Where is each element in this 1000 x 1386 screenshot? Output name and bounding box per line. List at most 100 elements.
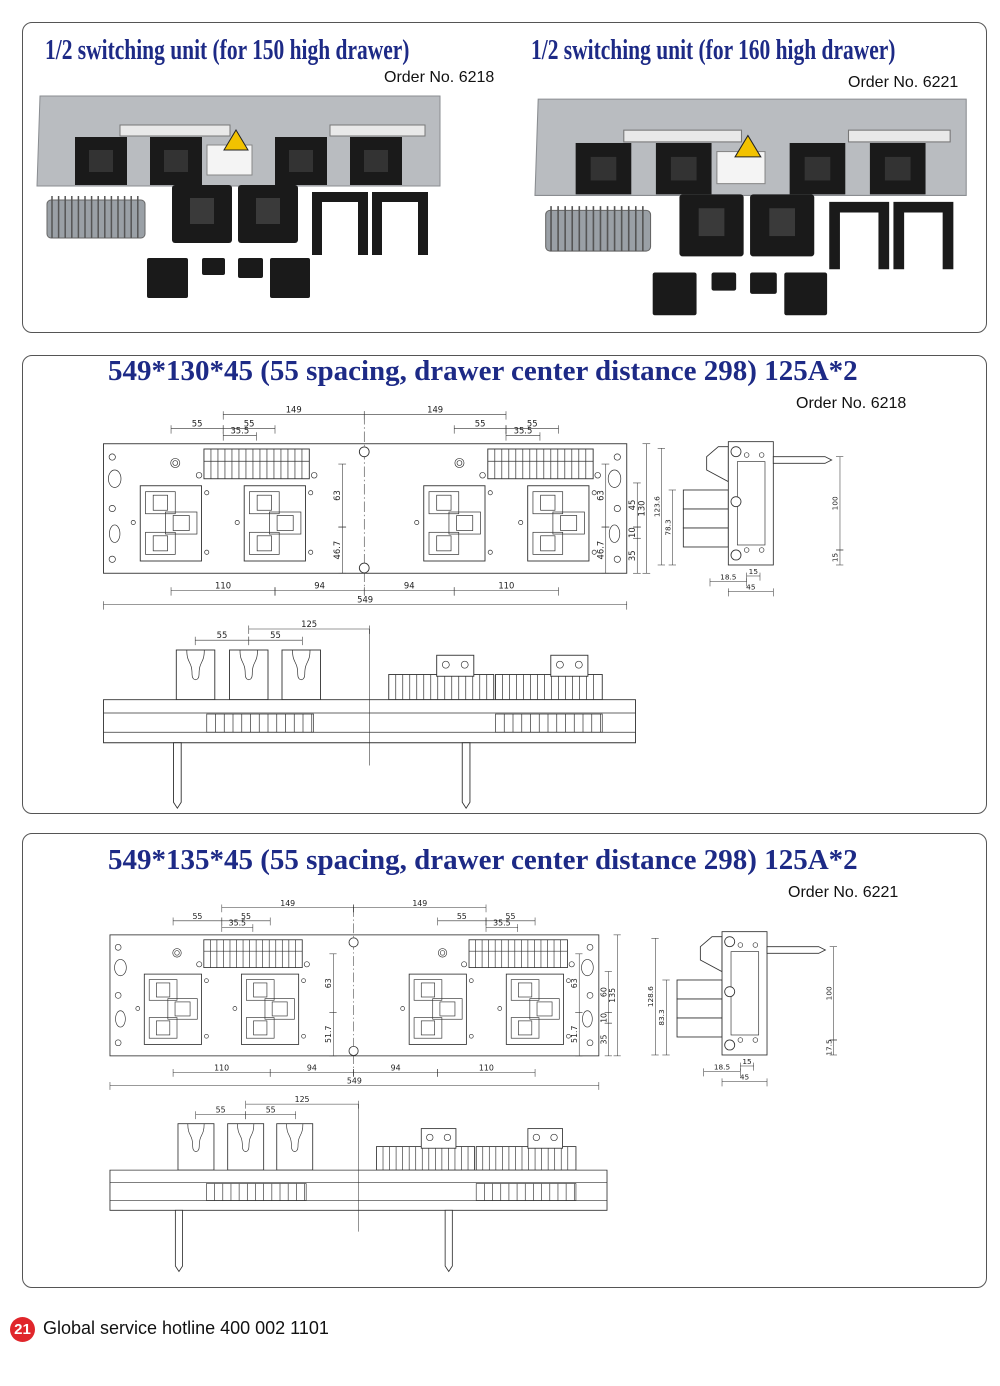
socket-outline (505, 973, 564, 1045)
screw-hole (108, 505, 116, 513)
stud-core (456, 460, 463, 466)
screw-hole (108, 555, 116, 563)
connector-tab (550, 654, 589, 677)
socket-outline (240, 973, 300, 1045)
rail-section (475, 1183, 577, 1201)
connector-block (682, 527, 729, 548)
dimension-label: 63 (570, 978, 579, 988)
slot-hole (115, 1010, 126, 1028)
drawing-order-6218: Order No. 6218 (796, 395, 907, 412)
socket-contact (256, 535, 272, 552)
connector-block (676, 1017, 723, 1038)
terminal-strip (623, 129, 743, 143)
dimension-label: 128.6 (646, 986, 655, 1007)
cover-piece (202, 258, 225, 275)
top-view: 55 55 125 (103, 619, 636, 810)
guide-pin (444, 1209, 453, 1273)
side-screw (724, 986, 736, 998)
clamp-slot (286, 1123, 304, 1152)
cover-piece (711, 272, 737, 291)
dimension-label: 55 (506, 912, 516, 921)
terminal-strip (329, 124, 426, 137)
terminal-strip (376, 1146, 476, 1171)
dimension-label: 60 (599, 987, 608, 997)
dimension-label: 10 (599, 1013, 608, 1023)
stud (170, 458, 181, 468)
socket-module (432, 998, 463, 1020)
socket-contact (164, 150, 188, 172)
connector-block (676, 998, 723, 1019)
cover-piece (238, 258, 263, 278)
dimension-label: 55 (192, 912, 202, 921)
side-hole (737, 1037, 744, 1043)
fix-hole (204, 1033, 209, 1039)
dimension-label: 45 (627, 500, 637, 511)
socket-contact (518, 982, 533, 998)
cover-piece (652, 272, 697, 316)
fix-hole (232, 1006, 238, 1011)
photo-order-6218: Order No. 6218 (384, 69, 495, 86)
u-cover (312, 192, 368, 255)
fix-hole (301, 1033, 306, 1039)
dimension-label: 94 (391, 1063, 401, 1072)
dimension-label: 45 (746, 583, 756, 592)
socket-module (145, 491, 176, 515)
socket-outline (423, 485, 486, 562)
slot-hole (582, 1010, 593, 1028)
screw-hole (586, 944, 594, 951)
side-screw (730, 549, 742, 561)
socket-module (448, 511, 481, 535)
slot-hole (108, 469, 122, 488)
photo-title-160: 1/2 switching unit (for 160 high drawer) (531, 34, 896, 66)
fix-hole (591, 549, 597, 555)
screw-hole (586, 1039, 594, 1047)
stud-core (439, 950, 446, 956)
tab-hole (532, 1133, 540, 1142)
socket-contact (289, 150, 313, 172)
busbar-clamp (175, 649, 216, 701)
cover-piece (270, 258, 310, 298)
fix-hole (400, 1006, 405, 1011)
slot-hole (608, 524, 621, 543)
fix-hole (469, 1033, 474, 1039)
tab-hole (441, 660, 450, 669)
busbar-clamp (229, 649, 269, 701)
dimension-label: 55 (217, 630, 228, 640)
screw-hole (114, 1039, 122, 1047)
socket-contact (152, 494, 168, 511)
dimension-label: 125 (301, 619, 317, 629)
dimension-label: 549 (347, 1076, 362, 1085)
socket-contact (590, 156, 617, 181)
dimension-label: 55 (270, 630, 281, 640)
side-hole (743, 452, 750, 458)
socket-contact (456, 515, 474, 531)
dimension-label: 63 (324, 978, 333, 988)
busbar-clamp (227, 1123, 265, 1171)
dimension-label: 55 (244, 419, 255, 429)
socket-contact (540, 535, 556, 552)
socket-contact (436, 535, 452, 552)
dimension-label: 10 (627, 527, 637, 538)
busbar-clamp (177, 1123, 215, 1171)
fix-hole (566, 978, 571, 983)
dimension-label: 46.7 (332, 541, 342, 560)
tab-hole (443, 1133, 452, 1142)
socket-contact (253, 1020, 268, 1036)
insert-contact (769, 208, 795, 237)
tab-hole (556, 660, 564, 669)
dimension-label: 110 (214, 1063, 229, 1072)
guide-pin (173, 742, 182, 810)
tab-hole (460, 660, 469, 669)
terminal-block (468, 939, 568, 969)
center-screw (348, 937, 359, 948)
cover-piece (147, 258, 188, 298)
socket-contact (256, 494, 272, 511)
fix-hole (497, 1006, 503, 1011)
fix-hole (487, 490, 493, 496)
handle-bracket (699, 936, 723, 973)
slot-hole (114, 959, 127, 977)
dimension-label: 63 (332, 490, 342, 501)
